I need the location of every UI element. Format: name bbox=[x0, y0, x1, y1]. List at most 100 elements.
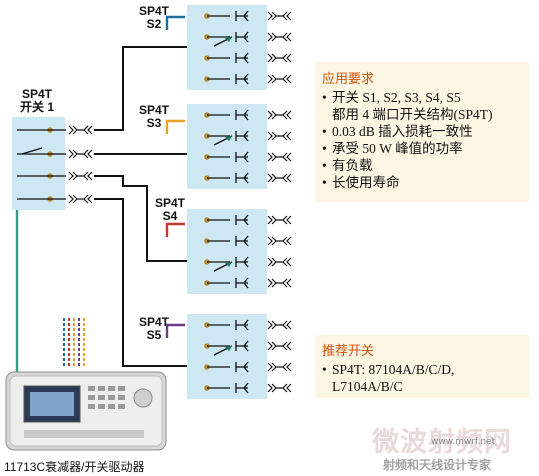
port-bow bbox=[243, 10, 249, 22]
port-bow bbox=[243, 382, 249, 394]
driver-key bbox=[108, 395, 115, 400]
output-connector bbox=[267, 278, 292, 288]
output-connector bbox=[267, 215, 292, 225]
list-item: • 有负载 bbox=[322, 157, 529, 174]
switch-s5 bbox=[187, 314, 292, 399]
output-connector bbox=[267, 131, 292, 141]
list-item-text: 承受 50 W 峰值的功率 bbox=[332, 141, 463, 156]
output-connector bbox=[267, 320, 292, 330]
input-connector bbox=[68, 125, 93, 135]
bullet: • bbox=[322, 158, 327, 173]
port-bow bbox=[243, 235, 249, 247]
control-lines bbox=[15, 15, 185, 372]
port-bow bbox=[243, 256, 249, 268]
sma-connector-icon bbox=[267, 110, 292, 120]
port-bow bbox=[243, 172, 249, 184]
sma-connector-icon bbox=[68, 149, 93, 159]
port-bow bbox=[243, 340, 249, 352]
output-connector bbox=[267, 341, 292, 351]
port-bow bbox=[243, 52, 249, 64]
driver-display-screen bbox=[30, 392, 74, 416]
output-connector bbox=[267, 362, 292, 372]
s2-type: SP4T bbox=[138, 4, 169, 18]
sma-connector-icon bbox=[267, 53, 292, 63]
switch-driver-device bbox=[5, 371, 167, 451]
switch-blocks bbox=[12, 5, 292, 399]
s5-name: S5 bbox=[146, 328, 162, 342]
sma-connector-icon bbox=[267, 152, 292, 162]
driver-key bbox=[108, 404, 115, 409]
output-connector bbox=[267, 257, 292, 267]
sma-connector-icon bbox=[267, 11, 292, 21]
bullet: • bbox=[322, 90, 327, 105]
s5-label: SP4T S5 bbox=[136, 316, 172, 342]
input-connector bbox=[68, 149, 93, 159]
output-connector bbox=[267, 11, 292, 21]
s2-label: SP4T S2 bbox=[136, 5, 172, 31]
list-item: • 长使用寿命 bbox=[322, 174, 529, 191]
output-connector bbox=[267, 152, 292, 162]
sma-connector-icon bbox=[267, 362, 292, 372]
watermark-sub: 射频和天线设计专家 bbox=[383, 458, 492, 472]
sma-connector-icon bbox=[267, 173, 292, 183]
sma-connector-icon bbox=[267, 32, 292, 42]
driver-key bbox=[88, 404, 95, 409]
s5-control-stub bbox=[165, 323, 185, 338]
port-bow bbox=[243, 361, 249, 373]
s1-name: 开关 1 bbox=[19, 100, 54, 114]
s4-control-stub bbox=[165, 222, 185, 237]
list-item: 都用 4 端口开关结构(SP4T) bbox=[322, 106, 529, 123]
driver-caption: 11713C衰减器/开关驱动器 bbox=[4, 460, 145, 474]
s2-control-stub bbox=[165, 15, 185, 30]
sma-connector-icon bbox=[267, 257, 292, 267]
output-connector bbox=[267, 110, 292, 120]
requirements-title: 应用要求 bbox=[322, 72, 375, 87]
list-item: • 开关 S1, S2, S3, S4, S5 bbox=[322, 89, 529, 106]
watermark-main: 微波射频网 bbox=[372, 427, 512, 458]
list-item: •0.03 dB 插入损耗一致性 bbox=[322, 123, 529, 140]
list-item: L7104A/B/C bbox=[322, 378, 529, 395]
rf-route-2 bbox=[94, 46, 187, 131]
switch-s2 bbox=[187, 5, 292, 90]
output-connector bbox=[267, 236, 292, 246]
rf-route-4 bbox=[94, 175, 187, 262]
port-bow bbox=[243, 31, 249, 43]
port-bow bbox=[243, 130, 249, 142]
bullet: • bbox=[322, 175, 327, 190]
arm-arrow-icon bbox=[225, 346, 232, 351]
driver-key bbox=[118, 386, 125, 391]
list-item-text: 长使用寿命 bbox=[332, 175, 400, 190]
driver-key bbox=[98, 386, 105, 391]
output-connector bbox=[267, 74, 292, 84]
driver-key bbox=[98, 404, 105, 409]
arm-arrow-icon bbox=[225, 136, 232, 141]
recommended-title: 推荐开关 bbox=[322, 344, 375, 359]
rf-route-5 bbox=[94, 198, 187, 367]
input-connector bbox=[68, 194, 93, 204]
list-item: •承受 50 W 峰值的功率 bbox=[322, 140, 529, 157]
output-connector bbox=[267, 32, 292, 42]
sma-connector-icon bbox=[68, 171, 93, 181]
watermark-url: www.mwrf.net bbox=[431, 437, 496, 447]
port-bow bbox=[243, 319, 249, 331]
switch-s3 bbox=[187, 104, 292, 189]
list-item-text: L7104A/B/C bbox=[332, 379, 403, 394]
sma-connector-icon bbox=[267, 236, 292, 246]
bullet: • bbox=[322, 362, 327, 377]
driver-key bbox=[118, 404, 125, 409]
input-connector bbox=[68, 171, 93, 181]
recommended-box: 推荐开关 •SP4T: 87104A/B/C/D,L7104A/B/C bbox=[315, 335, 529, 398]
s3-control-stub bbox=[165, 119, 185, 134]
list-item-text: 开关 S1, S2, S3, S4, S5 bbox=[332, 90, 461, 105]
sma-connector-icon bbox=[267, 215, 292, 225]
sma-connector-icon bbox=[267, 278, 292, 288]
list-item-text: 有负载 bbox=[332, 158, 373, 173]
driver-key bbox=[108, 386, 115, 391]
driver-bottom-strip bbox=[24, 430, 144, 438]
driver-key bbox=[118, 395, 125, 400]
output-connector bbox=[267, 173, 292, 183]
switch-body bbox=[187, 209, 267, 294]
